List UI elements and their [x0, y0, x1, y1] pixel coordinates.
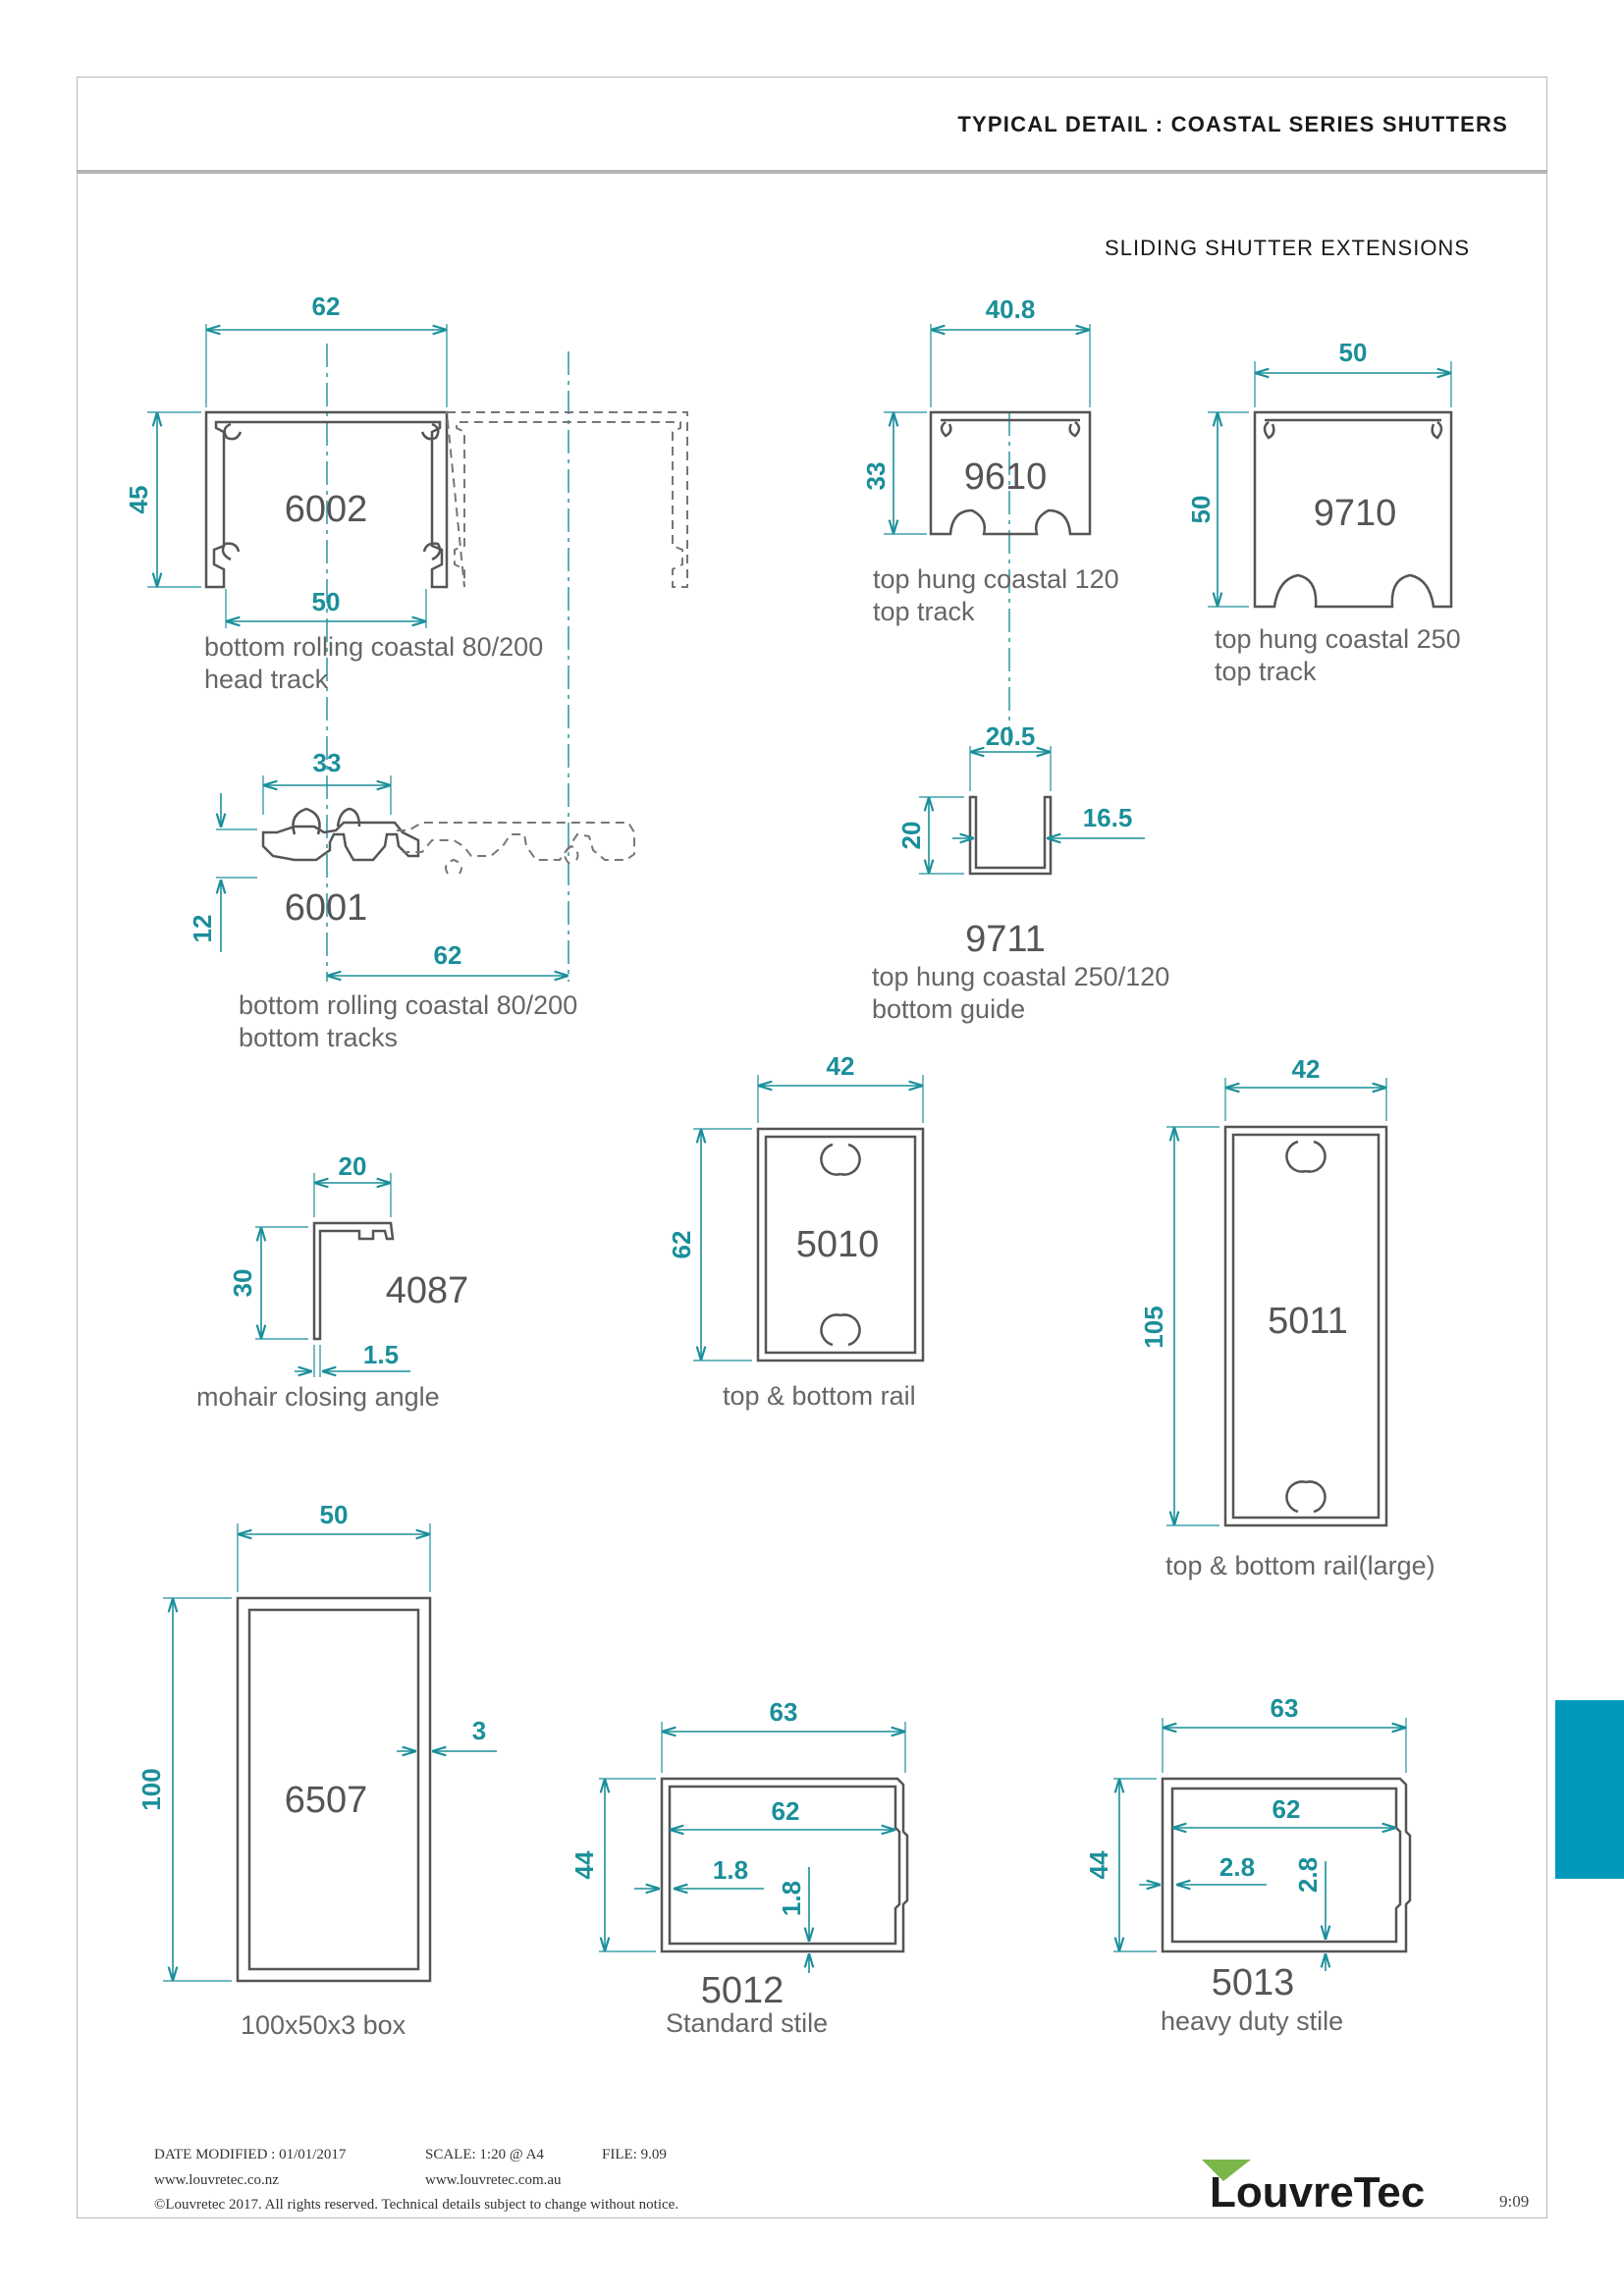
dim-5013-height: 44	[1084, 1850, 1113, 1879]
profile-5010: 42 62 5010 top & bottom rail	[667, 1051, 925, 1411]
caption-9610-line1: top hung coastal 120	[873, 564, 1119, 594]
code-5012: 5012	[701, 1970, 785, 2011]
section-subtitle: SLIDING SHUTTER EXTENSIONS	[1105, 236, 1470, 260]
dim-6001-width: 33	[313, 748, 342, 777]
dim-4087-thickness: 1.5	[363, 1340, 399, 1369]
caption-9711-line1: top hung coastal 250/120	[872, 962, 1169, 991]
caption-9610-line2: top track	[873, 597, 975, 626]
dim-6507-wall: 3	[472, 1716, 486, 1745]
caption-4087: mohair closing angle	[196, 1382, 440, 1412]
profile-6507: 50 100 3 6507 100x50x3 box	[136, 1500, 497, 2040]
louvretec-logo: LouvreTec	[1202, 2160, 1425, 2215]
page-title: TYPICAL DETAIL : COASTAL SERIES SHUTTERS	[957, 112, 1508, 136]
dim-4087-width: 20	[339, 1151, 367, 1181]
profile-9710: 50 50 9710 top hung coastal 250 top trac…	[1186, 338, 1461, 686]
caption-9711-line2: bottom guide	[872, 994, 1025, 1024]
caption-9710-line2: top track	[1215, 657, 1317, 686]
code-9711: 9711	[965, 919, 1046, 960]
dim-5012-wall: 1.8	[713, 1855, 748, 1885]
caption-6507: 100x50x3 box	[241, 2010, 406, 2040]
footer-date: DATE MODIFIED : 01/01/2017	[154, 2147, 347, 2163]
dim-5013-wall: 2.8	[1219, 1852, 1255, 1882]
dim-5012-width: 63	[770, 1697, 798, 1727]
dim-6001-height: 12	[188, 915, 217, 943]
footer-copyright: ©Louvretec 2017. All rights reserved. Te…	[154, 2197, 679, 2213]
logo-leaf-icon	[1202, 2160, 1251, 2181]
dim-5013-width: 63	[1271, 1693, 1299, 1723]
caption-5011: top & bottom rail(large)	[1165, 1551, 1435, 1580]
caption-9710-line1: top hung coastal 250	[1215, 624, 1461, 654]
dim-5012-height: 44	[569, 1850, 599, 1879]
caption-6001-line2: bottom tracks	[239, 1023, 398, 1052]
dim-9610-width: 40.8	[986, 294, 1036, 324]
code-6002: 6002	[285, 489, 368, 530]
dim-6002-inner: 50	[312, 587, 341, 616]
dim-5012-base: 1.8	[777, 1881, 806, 1916]
dim-9710-width: 50	[1339, 338, 1368, 367]
dim-5011-width: 42	[1292, 1054, 1321, 1084]
profile-9610: 40.8 33 9610 top hung coastal 120 top tr…	[861, 294, 1119, 626]
dim-4087-height: 30	[228, 1269, 257, 1298]
dim-6001-spacing: 62	[434, 940, 462, 970]
code-5010: 5010	[796, 1224, 880, 1265]
footer-web-nz[interactable]: www.louvretec.co.nz	[154, 2172, 279, 2188]
dim-9710-height: 50	[1186, 496, 1216, 524]
dim-5013-inner: 62	[1272, 1794, 1301, 1824]
footer-scale: SCALE: 1:20 @ A4	[425, 2147, 544, 2163]
caption-6002-line1: bottom rolling coastal 80/200	[204, 632, 543, 662]
dim-9610-height: 33	[861, 462, 891, 491]
profile-5012: 63 62 44 1.8 1.8 5012 Standard stile	[569, 1697, 909, 2038]
caption-5010: top & bottom rail	[723, 1381, 916, 1411]
footer-file: FILE: 9.09	[602, 2147, 667, 2163]
dim-5013-base: 2.8	[1293, 1857, 1323, 1893]
dim-6507-height: 100	[136, 1768, 166, 1810]
section-tab	[1555, 1700, 1624, 1879]
header-rule	[77, 170, 1547, 174]
profile-5013: 63 62 44 2.8 2.8 5013 heavy duty stile	[1084, 1693, 1412, 2036]
profile-4087: 20 30 1.5 4087 mohair closing angle	[196, 1151, 468, 1412]
dim-5011-height: 105	[1139, 1306, 1168, 1348]
code-5013: 5013	[1212, 1962, 1295, 2003]
code-9710: 9710	[1314, 493, 1397, 534]
dim-6002-width: 62	[312, 292, 341, 321]
dim-5010-height: 62	[667, 1231, 696, 1259]
caption-5012: Standard stile	[666, 2008, 828, 2038]
dim-6507-width: 50	[320, 1500, 349, 1529]
footer-web-au[interactable]: www.louvretec.com.au	[425, 2172, 562, 2188]
dim-9711-height: 20	[896, 822, 926, 850]
dim-6002-height: 45	[124, 486, 153, 514]
page-number: 9:09	[1499, 2192, 1530, 2211]
code-9610: 9610	[964, 456, 1048, 498]
code-5011: 5011	[1268, 1301, 1348, 1342]
dim-9711-thickness: 16.5	[1083, 803, 1133, 832]
dim-5010-width: 42	[827, 1051, 855, 1081]
code-6507: 6507	[285, 1780, 368, 1821]
dim-5012-inner: 62	[772, 1796, 800, 1826]
dim-9711-width: 20.5	[986, 721, 1036, 751]
code-4087: 4087	[386, 1270, 469, 1311]
profile-6001: 33 12 62 6001 bottom rolling coastal 80/…	[188, 748, 635, 1052]
profile-5011: 42 105 5011 top & bottom rail(large)	[1139, 1054, 1435, 1580]
logo-text: LouvreTec	[1210, 2168, 1425, 2215]
code-6001: 6001	[285, 887, 368, 929]
caption-6001-line1: bottom rolling coastal 80/200	[239, 990, 577, 1020]
page-frame	[77, 77, 1547, 2218]
profile-6002: 62 45 50 6002 bottom rolling coastal 80/…	[124, 292, 688, 694]
caption-6002-line2: head track	[204, 665, 329, 694]
caption-5013: heavy duty stile	[1161, 2006, 1343, 2036]
profile-9711: 20.5 20 16.5 9711 top hung coastal 250/1…	[872, 721, 1169, 1024]
